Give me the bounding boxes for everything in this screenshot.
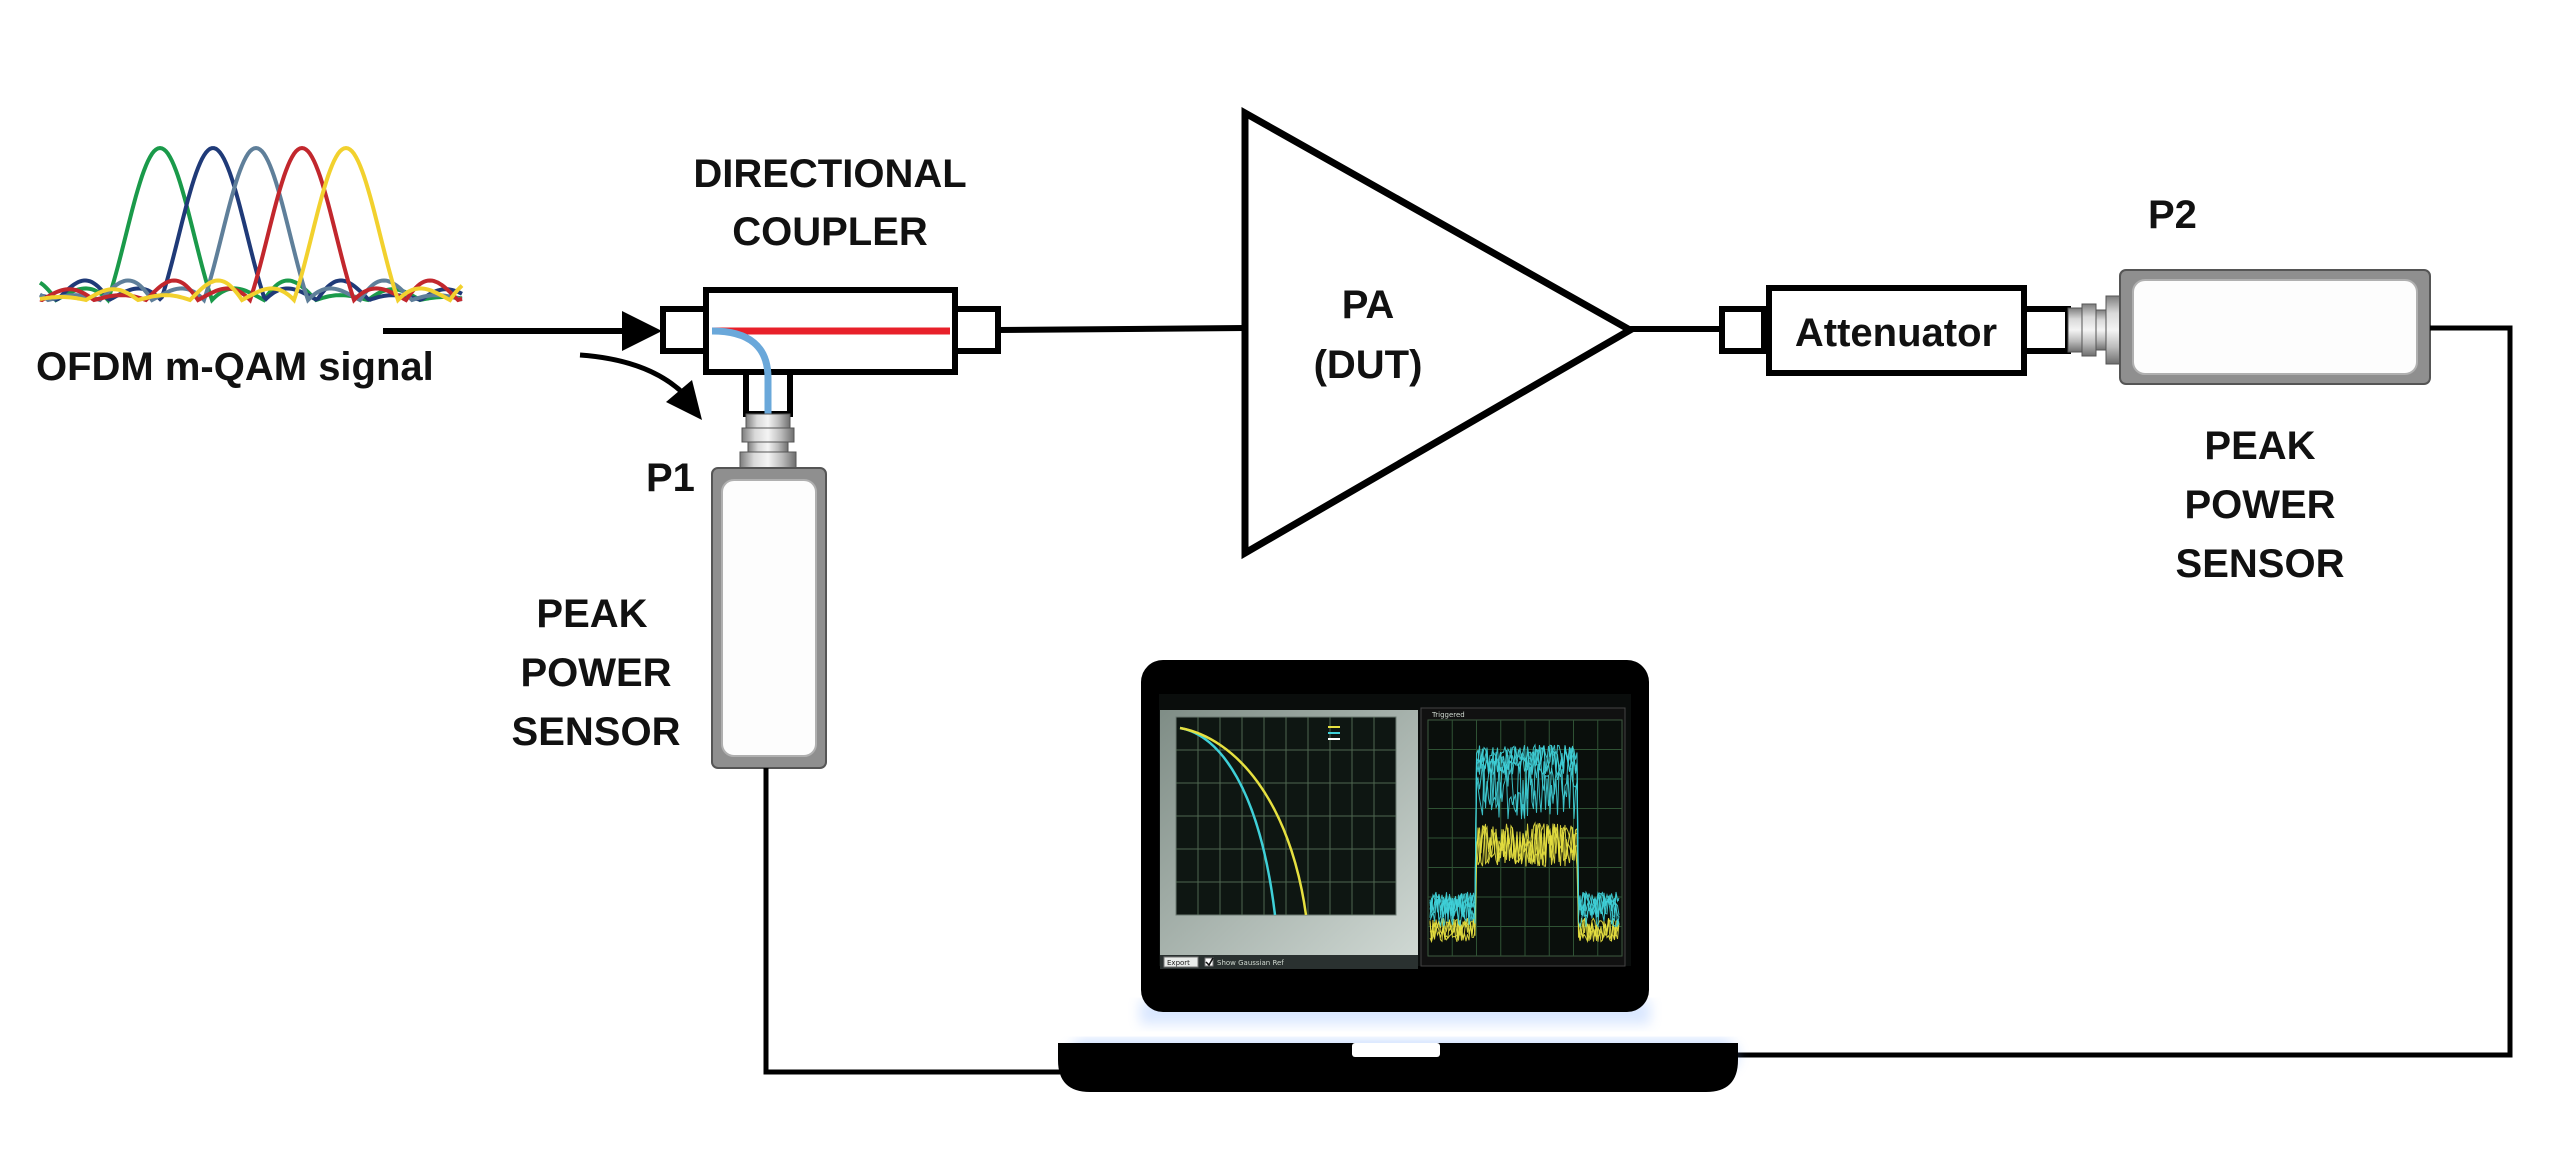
- ofdm-subcarrier: [39, 146, 463, 302]
- attenuator: [1719, 285, 2071, 376]
- coupler-coupled-line: [711, 327, 772, 420]
- cable-p2-to-laptop: [1738, 325, 2513, 1058]
- p2-sensor-label-line3: SENSOR: [2176, 542, 2345, 586]
- attenuator-label: Attenuator: [1795, 311, 1997, 355]
- p1-sensor-label-line3: SENSOR: [512, 710, 681, 754]
- p1-sensor-label-line2: POWER: [520, 651, 671, 695]
- p2-sensor-label-line1: PEAK: [2204, 424, 2315, 468]
- trace-noise-line: [1429, 760, 1620, 928]
- p2-port-label: P2: [2148, 193, 2197, 237]
- laptop-base: [1058, 1043, 1738, 1092]
- line-coupler-to-pa: [997, 325, 1246, 333]
- coupler-label-line1: DIRECTIONAL: [693, 152, 966, 196]
- cable-p1-to-laptop: [763, 768, 1060, 1075]
- coupled-port-arrow: [579, 352, 702, 420]
- trace-noise-line: [1429, 823, 1620, 944]
- p1-sensor-label-line1: PEAK: [536, 592, 647, 636]
- power-amplifier-dut: [1241, 107, 1638, 560]
- input-arrow: [383, 311, 662, 351]
- signal-label: OFDM m-QAM signal: [36, 345, 434, 389]
- trace-noise-line: [1429, 759, 1620, 929]
- export-button[interactable]: [1163, 956, 1199, 968]
- p1-port-label: P1: [646, 456, 695, 500]
- ofdm-spectrum-icon: [38, 145, 464, 304]
- ofdm-subcarrier: [38, 145, 463, 304]
- screen-trace-panel: Triggered: [1420, 707, 1626, 967]
- show-gaussian-label: Show Gaussian Ref: [1217, 959, 1284, 967]
- laptop: Export Show Gaussian Ref Triggered: [1058, 660, 1738, 1092]
- pa-label-line1: PA: [1342, 283, 1395, 327]
- export-button-label: Export: [1167, 959, 1190, 967]
- ofdm-subcarrier: [39, 145, 464, 304]
- pa-label-line2: (DUT): [1314, 343, 1423, 387]
- coupler-label-line2: COUPLER: [732, 210, 928, 254]
- trace-panel-title: Triggered: [1431, 711, 1465, 719]
- peak-power-sensor-p1: [711, 413, 827, 769]
- ofdm-subcarrier: [38, 145, 463, 304]
- ofdm-subcarrier: [39, 145, 463, 304]
- laptop-trackpad-notch: [1352, 1043, 1440, 1057]
- trace-noise-line: [1429, 745, 1620, 917]
- screen-ccdf-panel: Export Show Gaussian Ref: [1160, 710, 1418, 969]
- p2-sensor-label-line2: POWER: [2184, 483, 2335, 527]
- ccdf-yellow-trace: [1179, 726, 1308, 916]
- peak-power-sensor-p2: [2067, 269, 2431, 385]
- directional-coupler: [660, 287, 1001, 420]
